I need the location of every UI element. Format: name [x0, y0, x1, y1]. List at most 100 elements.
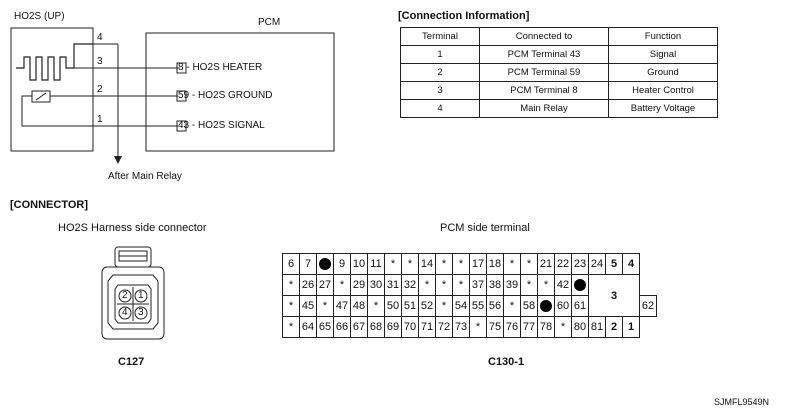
pcm-terminal-ground: 59 - HO2S GROUND	[178, 90, 272, 102]
key-dot-icon	[574, 279, 586, 292]
pcm-terminal-cell: *	[503, 295, 521, 317]
table-cell: Battery Voltage	[608, 99, 718, 118]
table-cell: PCM Terminal 8	[479, 81, 609, 100]
table-cell: Signal	[608, 45, 718, 64]
pcm-terminal-cell-merged: 3	[588, 274, 640, 317]
pcm-terminal-cell: 22	[554, 253, 572, 275]
pcm-terminal-cell: 42	[554, 274, 572, 296]
pcm-terminal-cell: 37	[469, 274, 487, 296]
pcm-terminal-cell: 24	[588, 253, 606, 275]
harness-pin-4: 4	[122, 307, 128, 318]
pcm-terminal-cell: 9	[333, 253, 351, 275]
pcm-terminal-cell: 70	[401, 316, 419, 338]
key-dot-icon	[319, 258, 331, 271]
pcm-terminal-cell: *	[435, 295, 453, 317]
wiring-diagram	[10, 27, 335, 164]
pcm-terminal-cell: 31	[384, 274, 402, 296]
harness-pin-3: 3	[138, 307, 144, 318]
pcm-terminal-cell: 10	[350, 253, 368, 275]
key-dot-icon	[540, 300, 552, 313]
pcm-pin-number: 43	[178, 120, 190, 131]
pcm-pin-number: 59	[178, 90, 190, 101]
pcm-terminal-cell: 23	[571, 253, 589, 275]
pcm-terminal-cell: 29	[350, 274, 368, 296]
relay-note: After Main Relay	[108, 171, 182, 182]
sensor-pin-1: 1	[97, 114, 103, 125]
pcm-terminal-cell: 47	[333, 295, 351, 317]
pcm-terminal-cell: 21	[537, 253, 555, 275]
pcm-terminal-cell: 55	[469, 295, 487, 317]
pcm-terminal-cell: 26	[299, 274, 317, 296]
pcm-terminal-cell: 39	[503, 274, 521, 296]
pcm-terminal-cell: 81	[588, 316, 606, 338]
pcm-terminal-cell: *	[520, 274, 538, 296]
pcm-terminal-cell: 14	[418, 253, 436, 275]
table-header-row: Terminal Connected to Function	[400, 27, 718, 46]
pcm-terminal-cell: 1	[622, 316, 640, 338]
pcm-key-dot	[571, 274, 589, 296]
pcm-terminal-cell: 27	[316, 274, 334, 296]
pcm-terminal-cell: 50	[384, 295, 402, 317]
pcm-label: PCM	[258, 17, 281, 28]
pcm-terminal-cell: 71	[418, 316, 436, 338]
column-header: Terminal	[400, 27, 480, 46]
pcm-terminal-cell: 45	[299, 295, 317, 317]
pcm-terminal-cell: *	[333, 274, 351, 296]
column-header: Function	[608, 27, 718, 46]
table-row: 4 Main Relay Battery Voltage	[400, 99, 718, 118]
pcm-terminal-cell: 5	[605, 253, 623, 275]
table-cell: Ground	[608, 63, 718, 82]
pcm-terminal-cell: *	[401, 253, 419, 275]
pcm-terminal-cell: 18	[486, 253, 504, 275]
pcm-terminal-cell: *	[282, 316, 300, 338]
table-cell: 2	[400, 63, 480, 82]
pcm-terminal-label: - HO2S HEATER	[183, 62, 263, 73]
pcm-pin-number: 8	[178, 62, 184, 73]
connector-title: [CONNECTOR]	[10, 199, 89, 211]
table-cell: Main Relay	[479, 99, 609, 118]
pcm-terminal-cell: 60	[554, 295, 572, 317]
pcm-terminal-cell: 75	[486, 316, 504, 338]
connection-info-title: [Connection Information]	[398, 10, 530, 22]
pcm-terminal-cell: *	[469, 316, 487, 338]
pcm-terminal-cell: *	[452, 274, 470, 296]
pcm-terminal-cell: 61	[571, 295, 589, 317]
connection-info-table: Terminal Connected to Function 1 PCM Ter…	[400, 27, 718, 118]
pcm-terminal-cell: *	[384, 253, 402, 275]
pcm-terminal-cell: 54	[452, 295, 470, 317]
pcm-terminal-cell: *	[452, 253, 470, 275]
pcm-terminal-cell: *	[520, 253, 538, 275]
pcm-terminal-cell: *	[503, 253, 521, 275]
harness-pin-2: 2	[122, 290, 128, 301]
pcm-terminal-signal: 43 - HO2S SIGNAL	[178, 120, 265, 132]
sensor-pin-3: 3	[97, 56, 103, 67]
arrow-down-icon	[114, 156, 122, 164]
pcm-terminal-heater: 8 - HO2S HEATER	[178, 62, 262, 74]
pcm-box	[145, 32, 335, 152]
table-cell: PCM Terminal 43	[479, 45, 609, 64]
pcm-key-dot	[537, 295, 555, 317]
pcm-terminal-cell: 17	[469, 253, 487, 275]
sensor-box	[10, 27, 94, 152]
sensor-pin-4: 4	[97, 32, 103, 43]
pcm-terminal-cell: 38	[486, 274, 504, 296]
pcm-terminal-cell: *	[537, 274, 555, 296]
table-cell: 4	[400, 99, 480, 118]
harness-connector-code: C127	[118, 356, 145, 368]
pcm-terminal-cell: 72	[435, 316, 453, 338]
table-row: 3 PCM Terminal 8 Heater Control	[400, 81, 718, 100]
pcm-side-label: PCM side terminal	[440, 222, 530, 234]
pcm-terminal-label: - HO2S GROUND	[189, 90, 273, 101]
pcm-terminal-cell: 64	[299, 316, 317, 338]
pcm-terminal-cell: 69	[384, 316, 402, 338]
pcm-terminal-cell: 30	[367, 274, 385, 296]
pcm-terminal-cell: 58	[520, 295, 538, 317]
table-cell: 3	[400, 81, 480, 100]
table-cell: 1	[400, 45, 480, 64]
pcm-terminal-cell: 51	[401, 295, 419, 317]
